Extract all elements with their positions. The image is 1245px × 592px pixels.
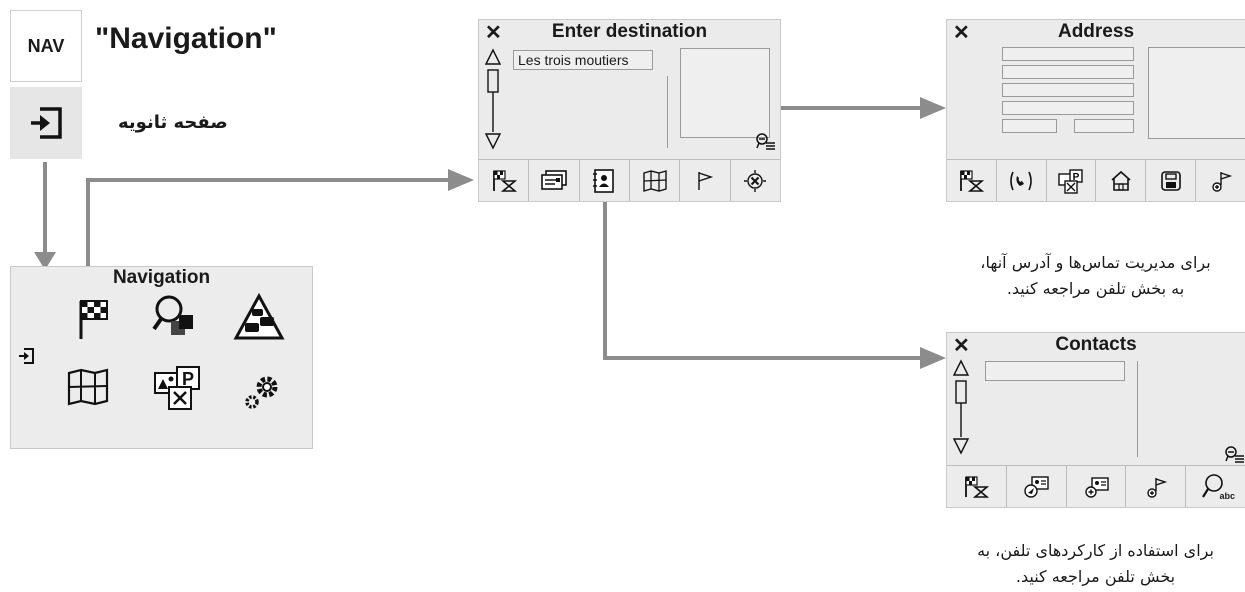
page-title: "Navigation" [95, 22, 277, 55]
enter-destination-title: Enter destination [551, 21, 708, 42]
address-panel: ✕ Address P [946, 19, 1245, 202]
contacts-title: Contacts [1055, 334, 1137, 355]
map-preview [680, 48, 770, 138]
destination-toolbar [479, 159, 780, 201]
nav-button[interactable]: NAV [10, 10, 82, 82]
address-caption: برای مدیریت تماس‌ها و آدرس آنها، به بخش … [946, 250, 1245, 302]
contacts-toolbar: abc [947, 465, 1245, 507]
flag-icon[interactable] [680, 160, 731, 201]
address-field[interactable] [1074, 119, 1134, 133]
traffic-warning-icon[interactable] [233, 293, 285, 341]
contacts-icon[interactable] [580, 160, 630, 201]
secondary-page-button[interactable] [10, 87, 82, 159]
close-button[interactable]: ✕ [953, 22, 970, 44]
enter-icon[interactable] [17, 347, 35, 365]
close-button[interactable]: ✕ [485, 22, 502, 44]
address-field[interactable] [1002, 47, 1134, 61]
search-abc-label: abc [1219, 491, 1235, 501]
home-icon[interactable] [1096, 160, 1147, 201]
add-waypoint-icon[interactable] [1126, 466, 1187, 507]
enter-icon [31, 107, 62, 139]
finish-flag-hourglass-icon[interactable] [947, 466, 1007, 507]
address-toolbar: P [947, 159, 1245, 201]
finish-flag-hourglass-icon[interactable] [479, 160, 530, 201]
navigation-menu-panel: Navigation P [10, 266, 313, 449]
address-field[interactable] [1002, 65, 1134, 79]
arrowhead-flag-to-destination [448, 169, 474, 191]
svg-text:P: P [1073, 172, 1080, 183]
position-target-icon[interactable] [731, 160, 780, 201]
nav-button-label: NAV [27, 35, 65, 56]
zoom-list-icon[interactable] [1225, 446, 1245, 464]
divider [1137, 361, 1138, 457]
address-caption-line1: برای مدیریت تماس‌ها و آدرس آنها، [980, 253, 1211, 272]
finish-flag-hourglass-icon[interactable] [947, 160, 997, 201]
contacts-panel: ✕ Contacts abc [946, 332, 1245, 508]
arrow-flag-to-destination [86, 178, 448, 292]
zoom-list-icon[interactable] [756, 133, 776, 151]
address-field[interactable] [1002, 119, 1057, 133]
search-abc-icon[interactable]: abc [1186, 466, 1245, 507]
contacts-caption-line1: برای استفاده از کارکردهای تلفن، به [977, 541, 1214, 560]
poi-icon[interactable]: P [1047, 160, 1097, 201]
address-caption-line2: به بخش تلفن مراجعه کنید. [1006, 279, 1185, 298]
arrowhead-to-address [920, 97, 946, 119]
address-field[interactable] [1002, 83, 1134, 97]
scrollbar[interactable] [952, 359, 970, 455]
navigation-menu-title: Navigation [112, 267, 211, 288]
checkered-flag-icon[interactable] [73, 297, 113, 341]
contacts-search-input[interactable] [985, 361, 1125, 381]
destination-input-value: Les trois moutiers [518, 52, 629, 68]
phone-call-icon[interactable] [997, 160, 1047, 201]
destination-input[interactable]: Les trois moutiers [513, 50, 653, 70]
scrollbar[interactable] [484, 48, 502, 150]
add-contact-icon[interactable] [1067, 466, 1127, 507]
search-poi-icon[interactable] [151, 293, 199, 341]
arrowhead-to-contacts [920, 347, 946, 369]
address-field[interactable] [1002, 101, 1134, 115]
svg-text:P: P [182, 369, 194, 389]
contacts-caption: برای استفاده از کارکردهای تلفن، به بخش ت… [946, 538, 1245, 590]
settings-gears-icon[interactable] [243, 371, 283, 411]
close-button[interactable]: ✕ [953, 335, 970, 357]
contacts-caption-line2: بخش تلفن مراجعه کنید. [1015, 567, 1176, 586]
add-waypoint-icon[interactable] [1196, 160, 1245, 201]
arrowhead-secondary-to-menu [34, 252, 56, 270]
enter-destination-panel: ✕ Enter destination Les trois moutiers [478, 19, 781, 202]
poi-parking-icon[interactable]: P [153, 365, 205, 411]
address-title: Address [1057, 21, 1135, 42]
address-card-icon[interactable] [529, 160, 580, 201]
navigate-contact-icon[interactable] [1007, 466, 1067, 507]
secondary-page-label: صفحه ثانویه [118, 112, 228, 133]
map-icon[interactable] [66, 367, 110, 407]
address-map-preview [1148, 47, 1245, 139]
divider [667, 76, 668, 148]
arrow-to-contacts [603, 176, 920, 360]
save-icon[interactable] [1146, 160, 1197, 201]
map-icon[interactable] [630, 160, 681, 201]
